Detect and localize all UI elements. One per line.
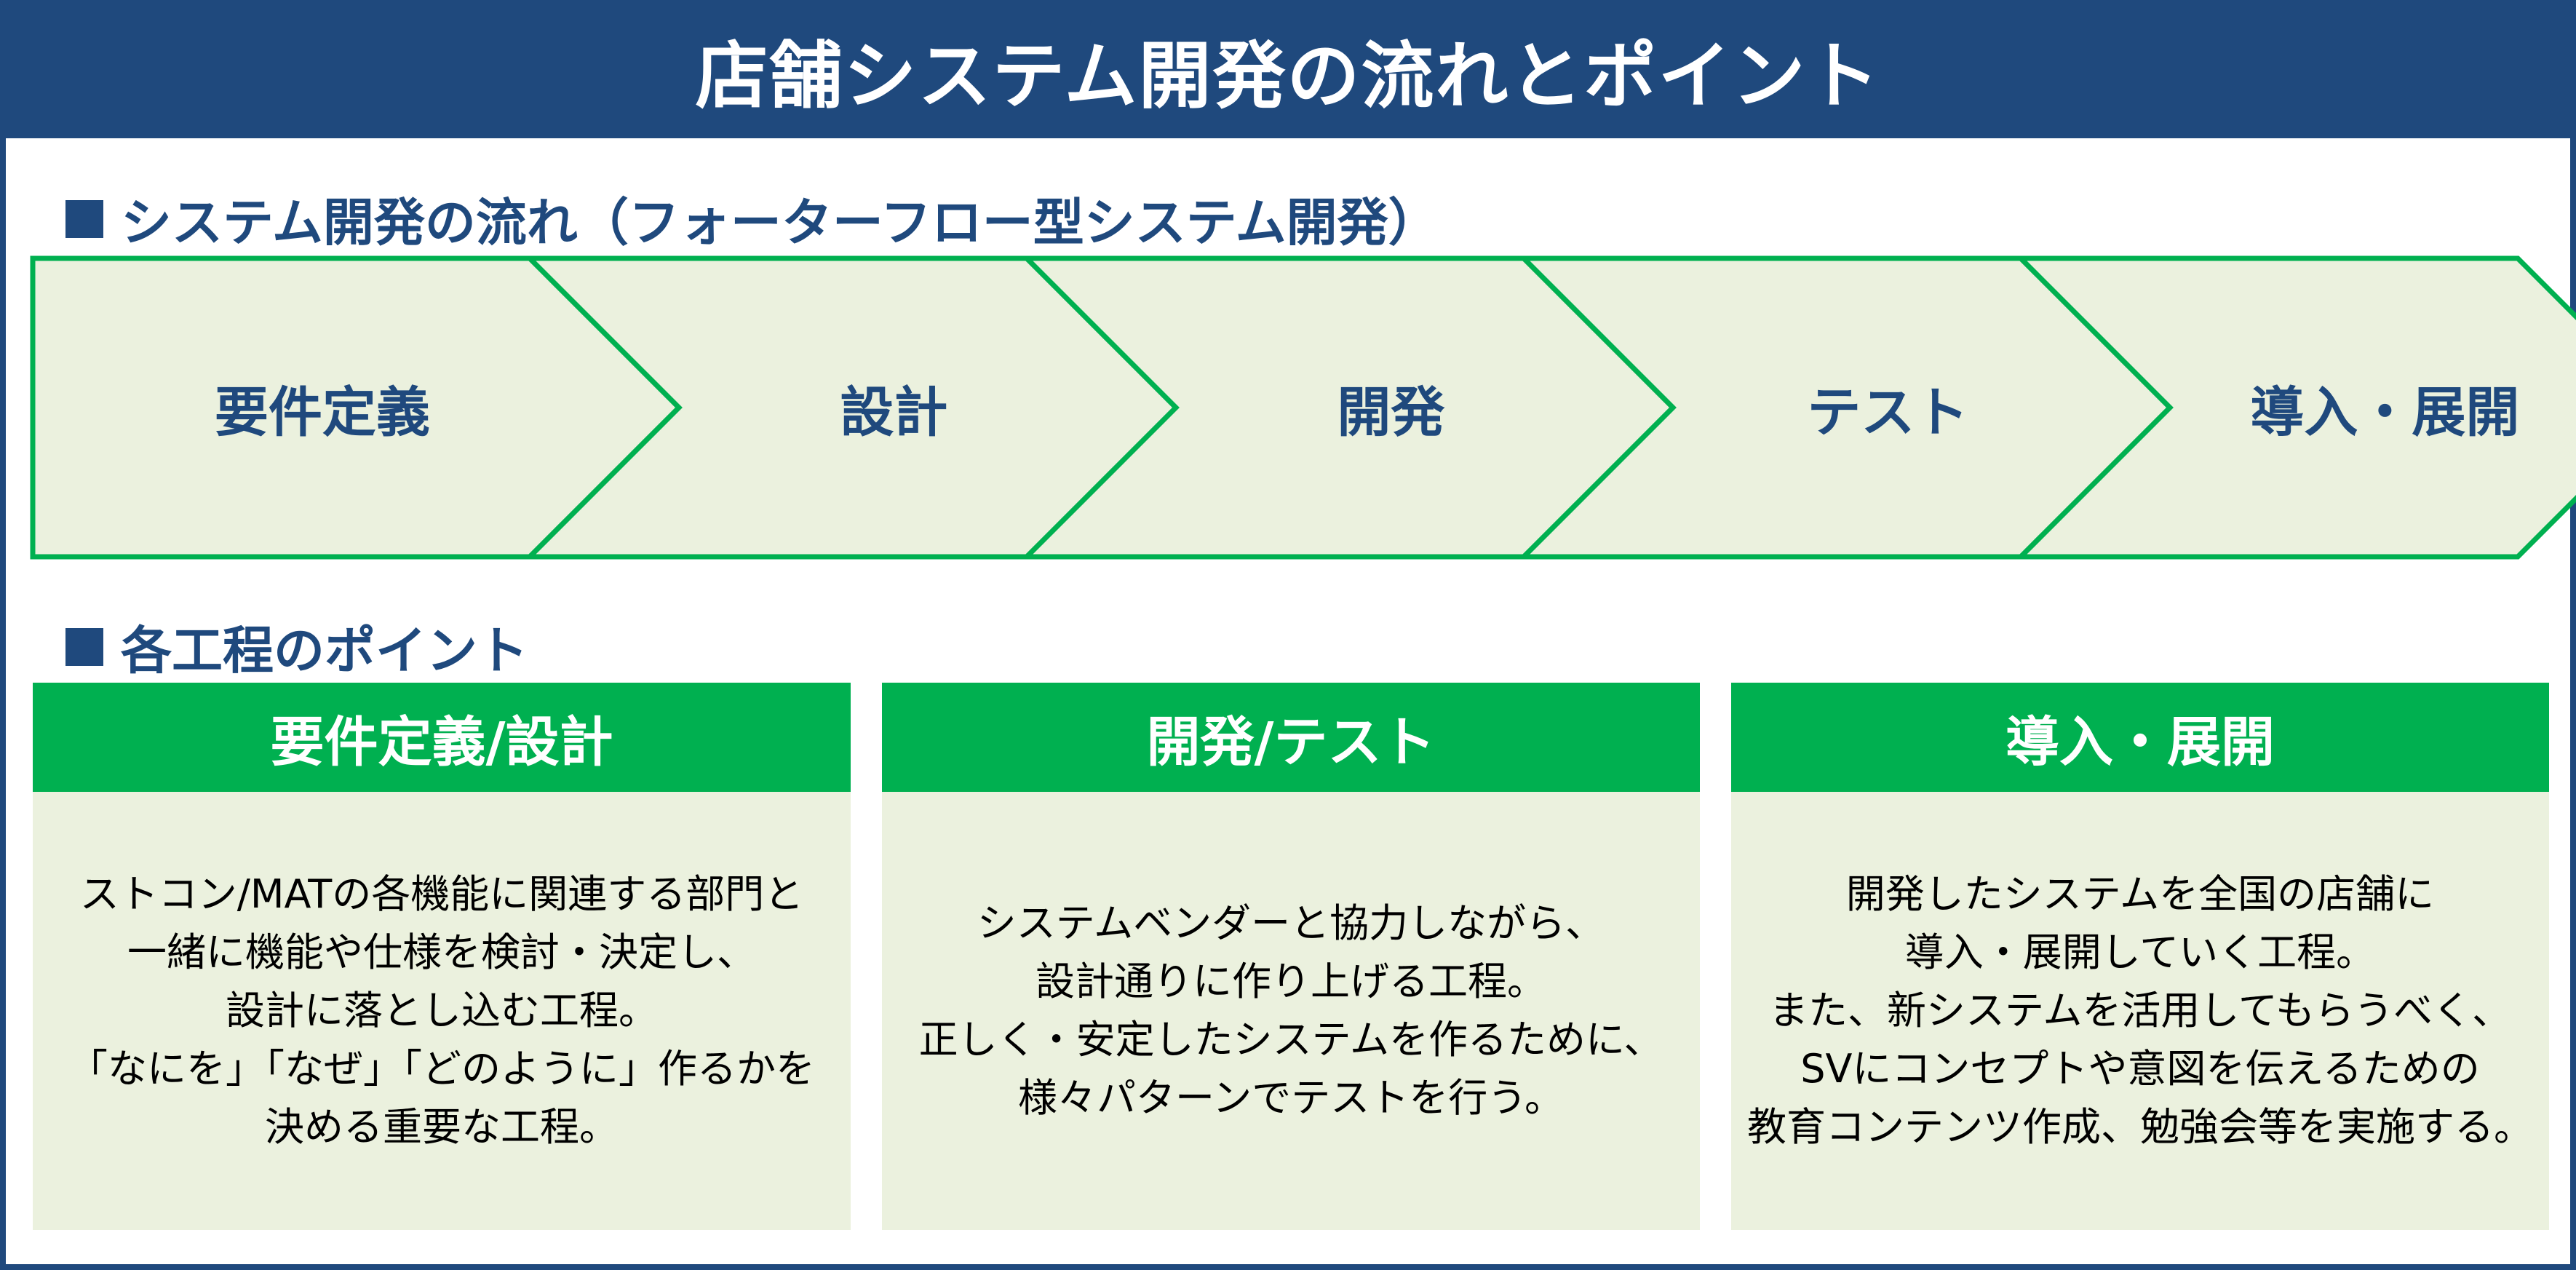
flow-section-heading: システム開発の流れ（フォーターフロー型システム開発） — [65, 182, 1439, 255]
point-card-line: 教育コンテンツ作成、勉強会等を実施する。 — [1747, 1104, 2533, 1150]
point-card-development-test: 開発/テスト システムベンダーと協力しながら、 設計通りに作り上げる工程。 正し… — [882, 683, 1700, 1230]
point-card-title: 開発/テスト — [882, 683, 1700, 792]
process-flow: 要件定義 設計 開発 テスト 導入・展開 — [0, 251, 2576, 564]
point-card-line: ストコン/MATの各機能に関連する部門と — [79, 871, 804, 917]
point-card-line: 決める重要な工程。 — [265, 1104, 619, 1150]
flow-step-label: 開発 — [1337, 381, 1445, 444]
points-section-heading-text: 各工程のポイント — [121, 621, 528, 680]
flow-step-label: 設計 — [840, 381, 948, 444]
square-bullet-icon — [65, 627, 103, 666]
point-card-line: 設計通りに作り上げる工程。 — [1035, 959, 1546, 1004]
point-card-rollout: 導入・展開 開発したシステムを全国の店舗に 導入・展開していく工程。 また、新シ… — [1731, 683, 2549, 1230]
point-card-title: 導入・展開 — [1731, 683, 2549, 792]
flow-step-label: テスト — [1807, 381, 1969, 444]
point-card-requirements-design: 要件定義/設計 ストコン/MATの各機能に関連する部門と 一緒に機能や仕様を検討… — [33, 683, 851, 1230]
point-card-line: SVにコンセプトや意図を伝えるための — [1800, 1046, 2480, 1092]
process-flow-chevrons — [30, 255, 2576, 560]
point-card-line: また、新システムを活用してもらうべく、 — [1768, 988, 2512, 1033]
page-title: 店舗システム開発の流れとポイント — [0, 0, 2576, 138]
point-card-line: 設計に落とし込む工程。 — [226, 988, 658, 1033]
flow-step-chevron — [2014, 255, 2576, 560]
points-section-heading: 各工程のポイント — [65, 610, 528, 683]
point-card-line: 開発したシステムを全国の店舗に — [1845, 871, 2435, 917]
flow-step-label: 導入・展開 — [2250, 381, 2520, 444]
point-card-line: 一緒に機能や仕様を検討・決定し、 — [127, 929, 756, 975]
flow-section-heading-text: システム開発の流れ（フォーターフロー型システム開発） — [121, 193, 1439, 253]
point-card-line: 正しく・安定したシステムを作るために、 — [918, 1017, 1663, 1063]
point-card-body: 開発したシステムを全国の店舗に 導入・展開していく工程。 また、新システムを活用… — [1731, 792, 2549, 1230]
square-bullet-icon — [65, 199, 103, 238]
point-card-body: ストコン/MATの各機能に関連する部門と 一緒に機能や仕様を検討・決定し、 設計… — [33, 792, 851, 1230]
point-card-line: 導入・展開していく工程。 — [1904, 929, 2376, 975]
point-card-line: システムベンダーと協力しながら、 — [977, 900, 1605, 946]
point-card-line: 様々パターンでテストを行う。 — [1017, 1075, 1565, 1121]
point-card-body: システムベンダーと協力しながら、 設計通りに作り上げる工程。 正しく・安定したシ… — [882, 792, 1700, 1230]
point-card-line: 「なにを」「なぜ」「どのように」作るかを — [68, 1046, 815, 1092]
flow-step-label: 要件定義 — [214, 381, 430, 444]
point-card-title: 要件定義/設計 — [33, 683, 851, 792]
